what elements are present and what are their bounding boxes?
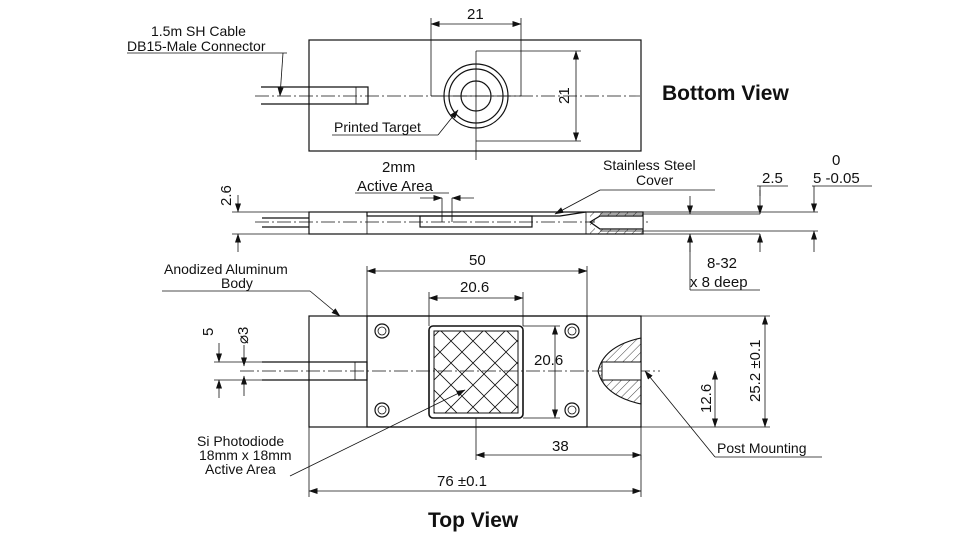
printed-target-label: Printed Target xyxy=(334,119,421,135)
sensor-width-dim: 20.6 xyxy=(460,279,489,296)
bottom-view xyxy=(127,18,642,160)
bottom-view-title: Bottom View xyxy=(662,82,789,105)
tol-upper: 0 xyxy=(832,152,840,169)
dim-38: 38 xyxy=(552,438,569,455)
dia-5-dim: 5 xyxy=(200,328,217,336)
active-area-label-line1: 2mm xyxy=(382,159,415,176)
sensor-height-dim: 20.6 xyxy=(534,352,563,369)
photodiode-label-line1: Si Photodiode xyxy=(197,433,284,449)
side-view xyxy=(232,185,872,291)
post-mounting-label: Post Mounting xyxy=(717,440,807,456)
thread-label-line1: 8-32 xyxy=(707,255,737,272)
tol-lower: 5 -0.05 xyxy=(813,170,860,187)
body-label-line1: Anodized Aluminum xyxy=(164,261,288,277)
screw-icon xyxy=(374,323,580,418)
cable-label-line2: DB15-Male Connector xyxy=(127,38,266,54)
overall-length-dim: 76 ±0.1 xyxy=(437,473,487,490)
dia-3-dim: ⌀3 xyxy=(235,327,252,344)
photodiode-label-line3: Active Area xyxy=(205,461,276,477)
top-view-title: Top View xyxy=(428,509,519,532)
dim-12-6: 12.6 xyxy=(698,384,715,413)
cover-label-line1: Stainless Steel xyxy=(603,157,696,173)
photodiode-label-line2: 18mm x 18mm xyxy=(199,447,292,463)
width-50-dim: 50 xyxy=(469,252,486,269)
labels: Bottom View Top View 1.5m SH Cable DB15-… xyxy=(127,6,860,532)
target-height-dim: 21 xyxy=(556,87,573,104)
thread-label-line2: x 8 deep xyxy=(690,274,748,291)
body-label-line2: Body xyxy=(221,275,253,291)
body-height-dim: 25.2 ±0.1 xyxy=(747,340,764,402)
target-width-dim: 21 xyxy=(467,6,484,23)
active-area-label-line2: Active Area xyxy=(357,178,434,195)
cable-label-line1: 1.5m SH Cable xyxy=(151,23,246,39)
cover-label-line2: Cover xyxy=(636,172,674,188)
side-height-dim: 2.6 xyxy=(218,185,235,206)
top-view xyxy=(162,266,822,497)
dim-2-5: 2.5 xyxy=(762,170,783,187)
